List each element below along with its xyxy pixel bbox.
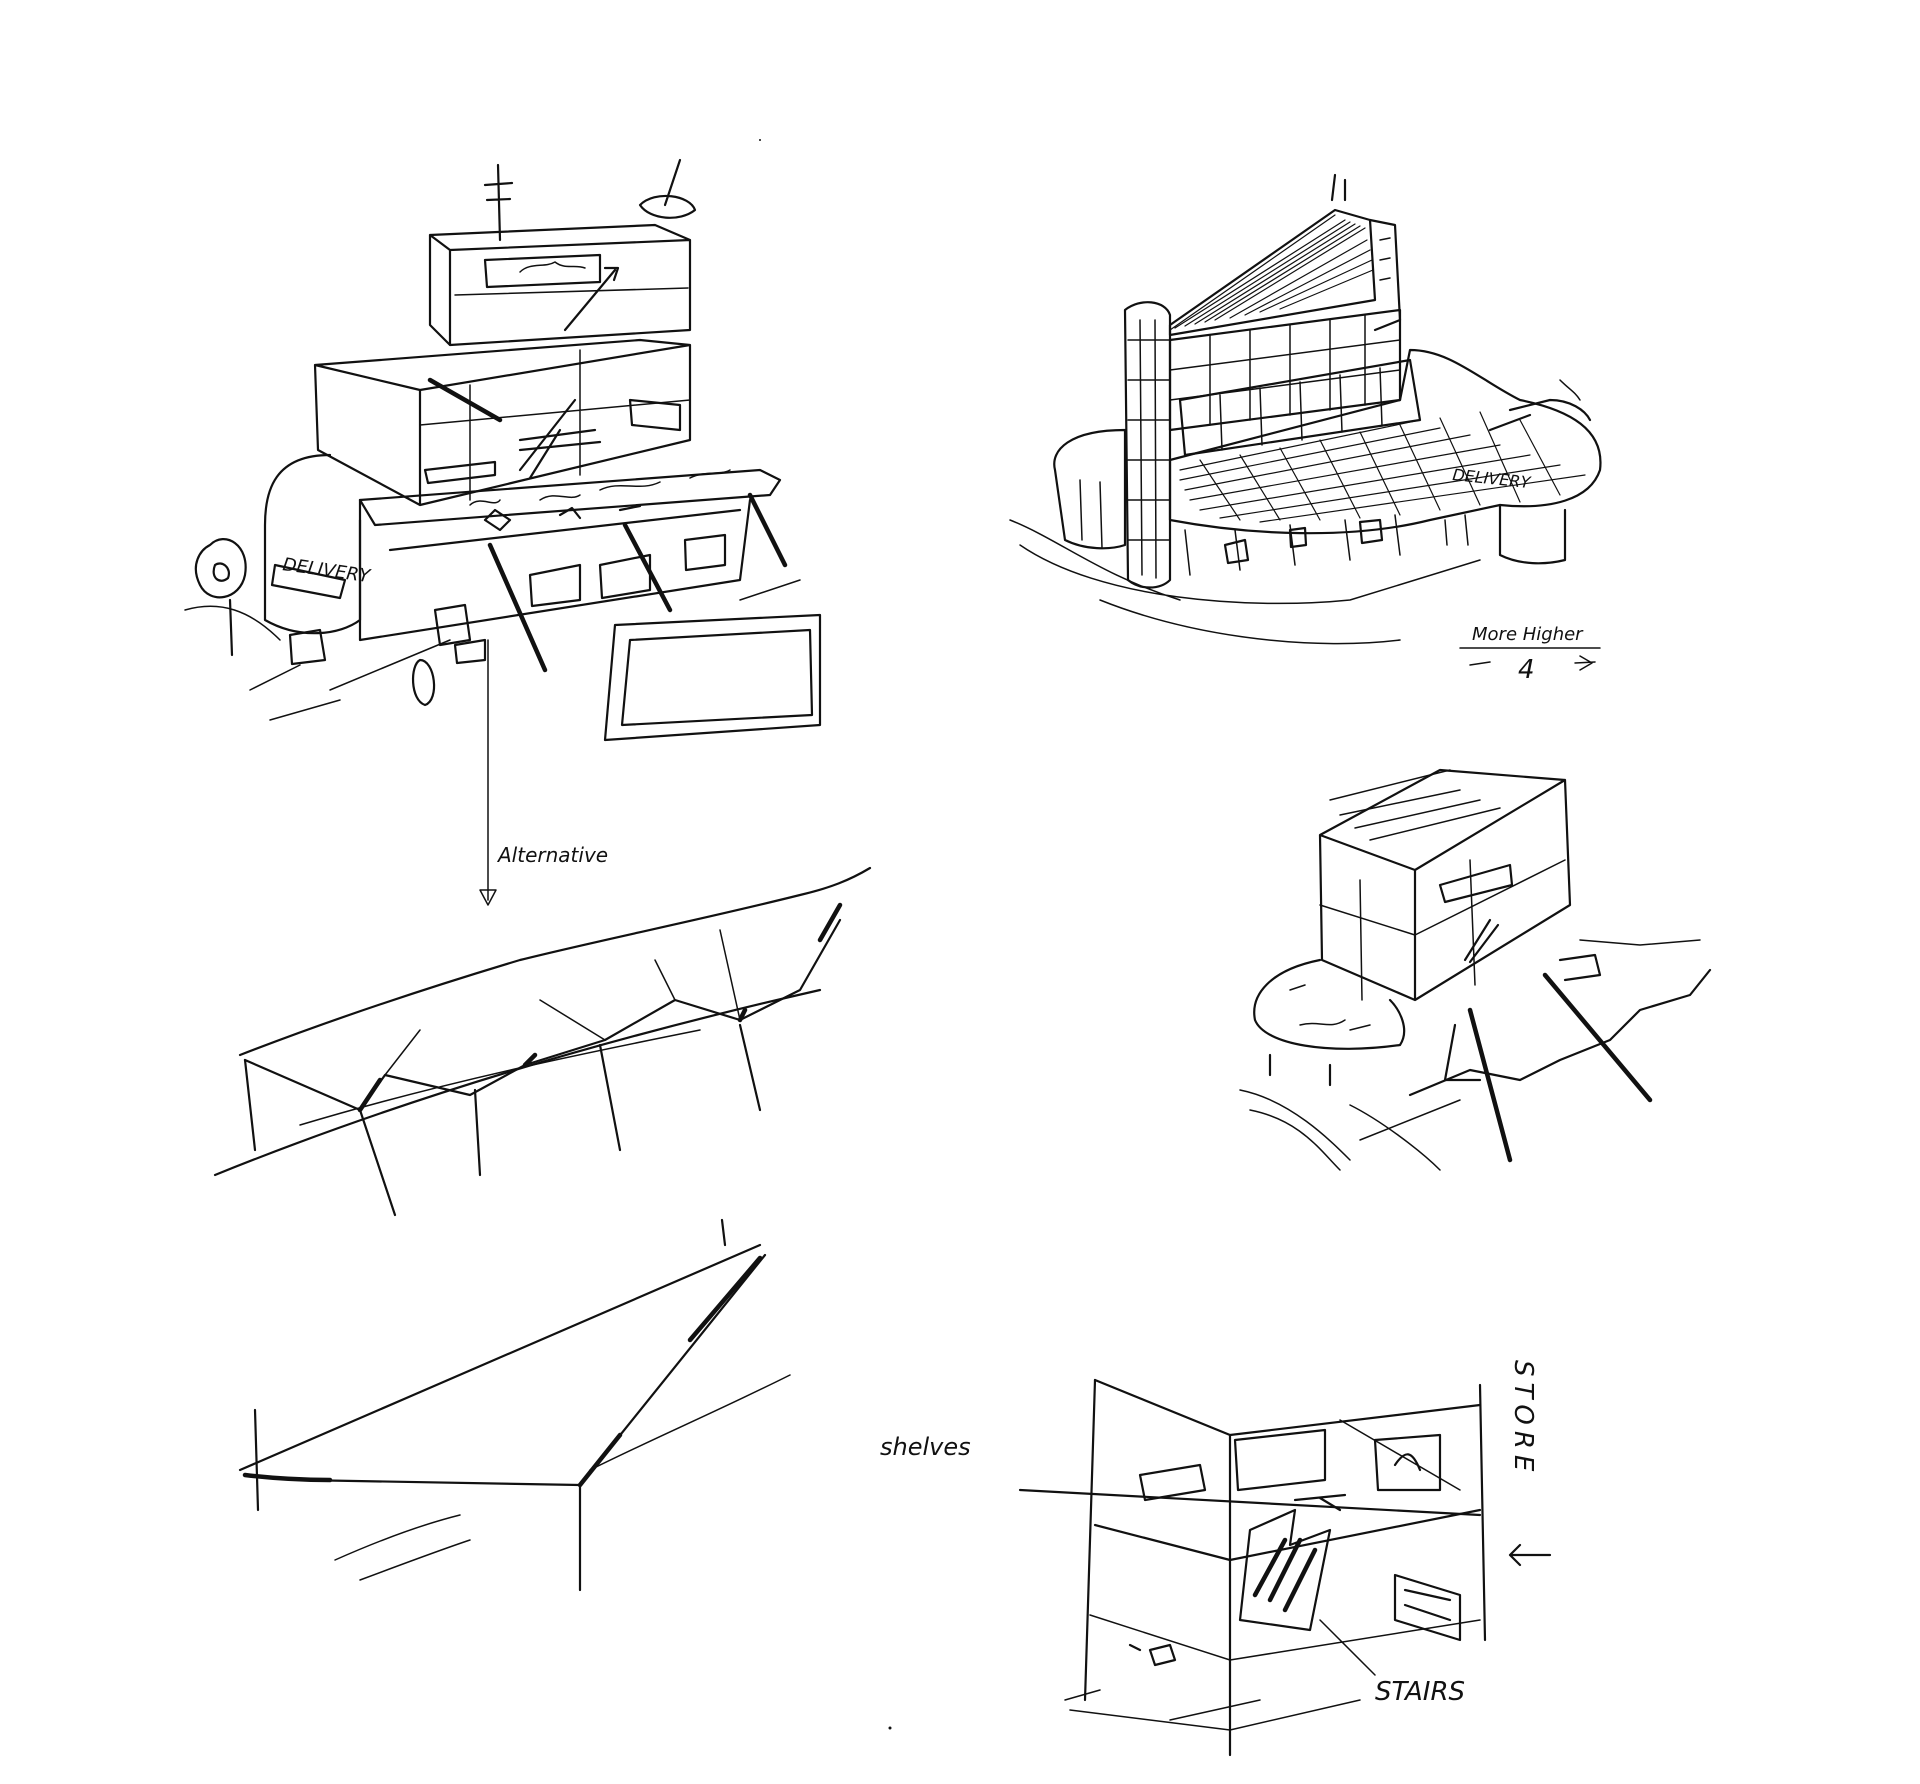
store-label: STORE xyxy=(1508,1360,1538,1477)
sketch-building-tower-and-canopy: DELIVERY More Higher 4 xyxy=(1009,173,1602,685)
sketch-building-stacked-volumes: DELIVERY xyxy=(184,158,822,906)
sketch-building-box-with-disc xyxy=(1239,768,1712,1171)
stairs-label: STAIRS xyxy=(1375,1677,1465,1707)
more-higher-number: 4 xyxy=(1518,655,1535,685)
sail-hatching xyxy=(1169,214,1374,331)
sketch-canopy-flat-wedge xyxy=(238,1218,791,1592)
canopy-hatching xyxy=(1179,411,1586,523)
alternative-label: Alternative xyxy=(496,843,608,867)
paper-speck xyxy=(888,1726,892,1730)
shelves-label: shelves xyxy=(880,1433,971,1461)
sketch-canopy-folded-alternative: Alternative xyxy=(213,843,872,1217)
delivery-label-right: DELIVERY xyxy=(1452,465,1533,492)
sketch-store-interior: shelves STAIRS STORE xyxy=(880,1360,1552,1757)
more-higher-label: More Higher xyxy=(1472,624,1584,645)
paper-speck xyxy=(759,139,761,141)
